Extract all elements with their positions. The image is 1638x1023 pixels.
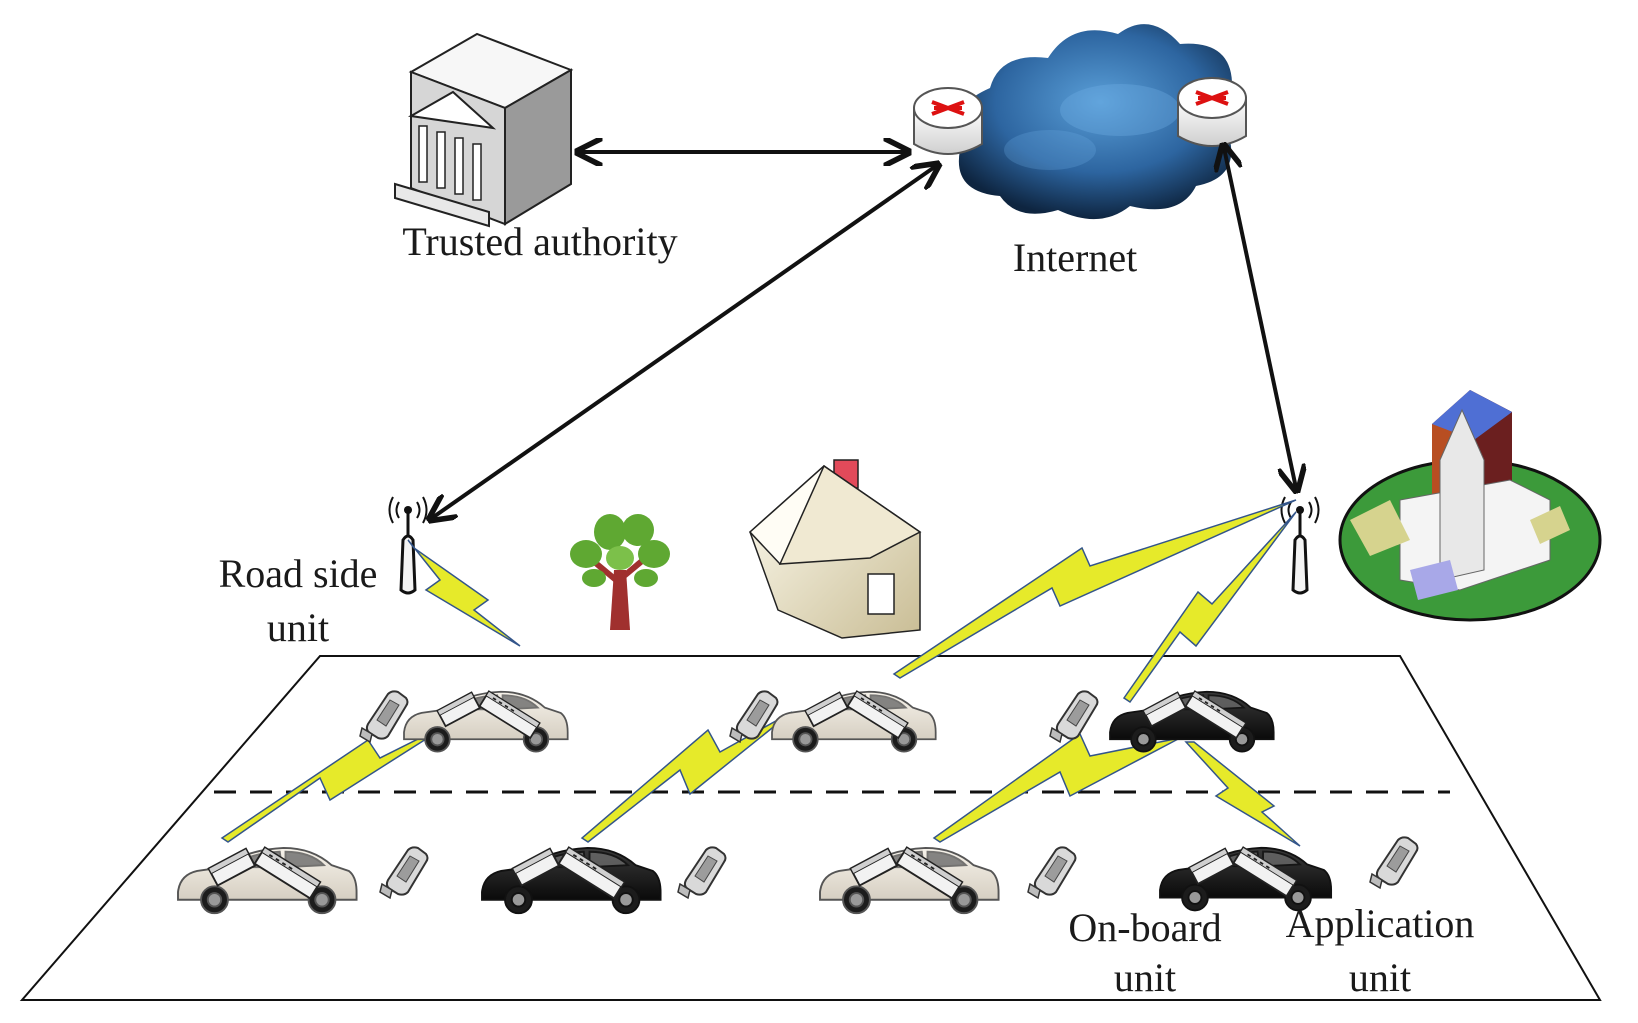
- road-side-unit-label-line1: Road side: [218, 551, 378, 596]
- on-board-unit-label-line2: unit: [1113, 955, 1177, 1000]
- trusted-authority-label: Trusted authority: [402, 219, 678, 264]
- church-icon: [1338, 390, 1602, 622]
- house-icon: [748, 459, 922, 639]
- router-icon: [1177, 77, 1247, 147]
- application-unit-label-line2: unit: [1348, 955, 1412, 1000]
- wireless-links: [220, 499, 1301, 847]
- internet-cloud-icon: [954, 24, 1247, 220]
- road-side-unit-label-line2: unit: [266, 605, 330, 650]
- trusted-authority-server-icon: [394, 32, 574, 228]
- application-unit-label-line1: Application: [1285, 901, 1475, 946]
- internet-rsu-right-link: [1224, 148, 1296, 488]
- tree-icon: [570, 514, 670, 630]
- rsu-left-antenna-icon: [388, 495, 428, 595]
- on-board-unit-label-line1: On-board: [1068, 905, 1222, 950]
- rsu-right-antenna-icon: [1280, 495, 1320, 595]
- internet-rsu-left-link: [432, 166, 936, 518]
- router-icon: [913, 87, 983, 155]
- internet-label: Internet: [1012, 235, 1138, 280]
